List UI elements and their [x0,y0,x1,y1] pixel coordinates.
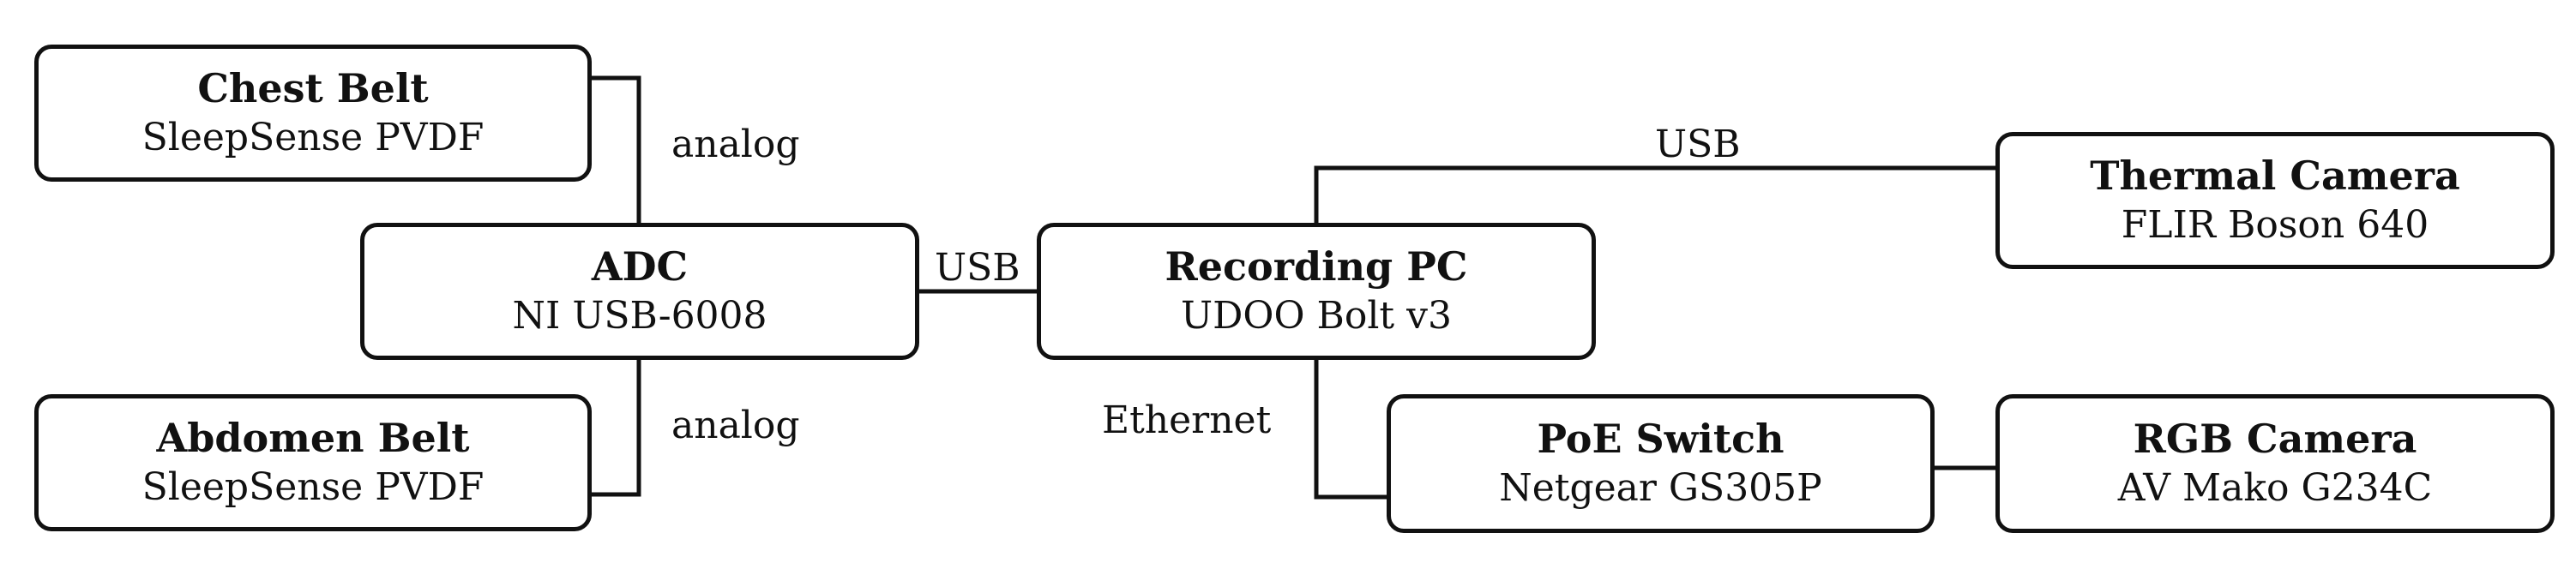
node-title: ADC [591,243,689,290]
edge-label-thermal-usb: USB [1655,123,1741,166]
node-adc: ADC NI USB-6008 [360,223,919,360]
node-subtitle: AV Mako G234C [2117,466,2433,510]
node-poe-switch: PoE Switch Netgear GS305P [1387,394,1935,533]
node-subtitle: NI USB-6008 [512,294,767,338]
node-thermal-camera: Thermal Camera FLIR Boson 640 [1995,132,2555,269]
node-title: Chest Belt [197,65,429,111]
node-subtitle: SleepSense PVDF [141,116,485,159]
node-abdomen-belt: Abdomen Belt SleepSense PVDF [34,394,592,531]
node-subtitle: SleepSense PVDF [141,465,485,509]
node-rgb-camera: RGB Camera AV Mako G234C [1995,394,2555,533]
node-recording-pc: Recording PC UDOO Bolt v3 [1037,223,1596,360]
node-title: RGB Camera [2133,416,2417,462]
edge-label-abdomen-analog: analog [671,404,800,447]
wire-pc-to-switch [1314,357,1389,500]
edge-label-ethernet: Ethernet [1102,398,1272,442]
node-title: Recording PC [1165,243,1468,290]
node-chest-belt: Chest Belt SleepSense PVDF [34,45,592,182]
wire-abdomen-to-adc [589,357,641,497]
edge-label-chest-analog: analog [671,123,800,166]
node-subtitle: FLIR Boson 640 [2121,203,2429,247]
node-title: PoE Switch [1537,416,1785,462]
wire-chest-to-adc [589,75,641,225]
edge-label-adc-usb: USB [935,246,1020,290]
node-title: Abdomen Belt [156,415,470,461]
node-subtitle: Netgear GS305P [1499,466,1822,510]
wire-pc-to-thermal [1314,165,1998,225]
node-title: Thermal Camera [2090,153,2460,199]
node-subtitle: UDOO Bolt v3 [1181,294,1452,338]
